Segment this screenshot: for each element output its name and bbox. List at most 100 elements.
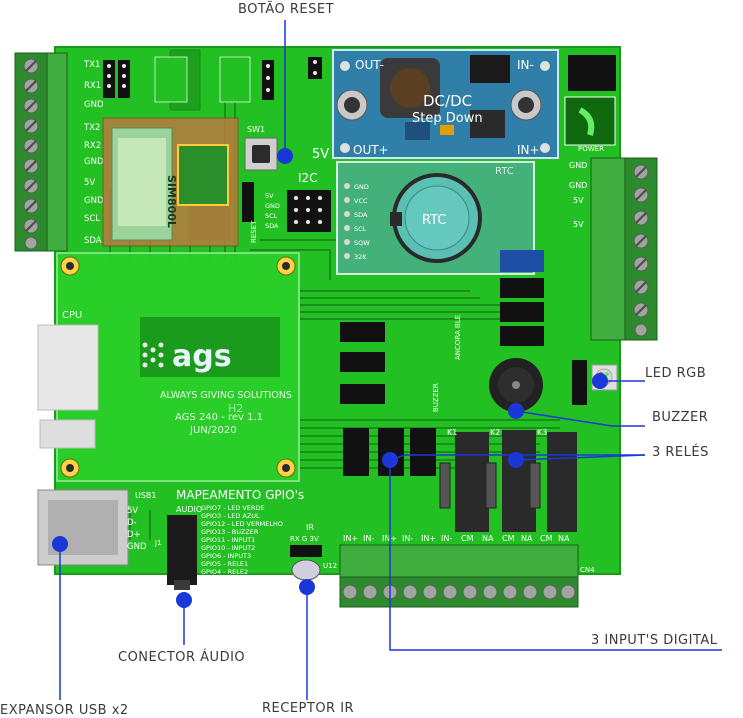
svg-text:I2C: I2C [298, 171, 318, 185]
svg-text:MAPEAMENTO GPIO's: MAPEAMENTO GPIO's [176, 488, 304, 502]
svg-text:NA: NA [482, 534, 494, 543]
svg-text:IN-: IN- [363, 534, 374, 543]
svg-text:USB1: USB1 [135, 491, 157, 500]
callout-buzzer: BUZZER [652, 410, 709, 425]
svg-text:SCL: SCL [354, 225, 367, 233]
svg-text:5V: 5V [127, 506, 138, 516]
label-5v: 5V [312, 147, 329, 162]
callout-usb-expander: EXPANSOR USB x2 [0, 703, 129, 718]
svg-text:IN+: IN+ [343, 534, 358, 543]
svg-text:NA: NA [558, 534, 570, 543]
dot-inputs [382, 452, 398, 468]
left-terminal-block [14, 52, 68, 252]
svg-text:CN4: CN4 [580, 566, 595, 574]
svg-text:CPU: CPU [62, 310, 82, 321]
svg-text:RESET: RESET [250, 220, 258, 243]
svg-text:SCL: SCL [84, 214, 100, 224]
svg-text:SDA: SDA [354, 211, 368, 219]
svg-text:SDA: SDA [84, 236, 102, 246]
svg-text:POWER: POWER [578, 145, 604, 153]
svg-text:GND: GND [84, 157, 104, 167]
svg-text:5V: 5V [573, 196, 584, 205]
svg-text:K3: K3 [537, 428, 547, 437]
svg-text:GPIO10 - INPUT2: GPIO10 - INPUT2 [201, 544, 255, 552]
svg-text:GND: GND [569, 161, 587, 170]
svg-text:5V: 5V [265, 192, 274, 200]
svg-text:K2: K2 [490, 428, 500, 437]
input-drivers [343, 428, 436, 476]
callout-relays: 3 RELÉS [652, 445, 709, 460]
power-led-area: POWER [564, 96, 616, 153]
buzzer-component: BUZZER ANCORA BLE [432, 315, 543, 412]
svg-text:RTC: RTC [495, 166, 514, 177]
svg-text:GPIO1 - RELE3/COOLER: GPIO1 - RELE3/COOLER [201, 576, 278, 584]
optocouplers [340, 250, 544, 404]
audio-jack: AUDIO J1 [154, 505, 202, 590]
bridge-rectifier [568, 55, 616, 91]
svg-text:SCL: SCL [265, 212, 278, 220]
bottom-terminal-block: CN4 [339, 544, 595, 608]
usb-expander-connector: USB1 5V D- D+ GND [37, 489, 157, 566]
svg-text:GPIO3 - LED AZUL: GPIO3 - LED AZUL [201, 512, 260, 520]
svg-text:NA: NA [521, 534, 533, 543]
svg-text:CM: CM [461, 534, 474, 543]
dot-ir [299, 579, 315, 595]
sim800l-module: SIM800L [102, 117, 239, 247]
callout-reset-button: BOTÃO RESET [238, 2, 335, 17]
callout-ir-receiver: RECEPTOR IR [262, 701, 355, 716]
svg-text:AGS 240 - rev 1.1: AGS 240 - rev 1.1 [175, 412, 263, 423]
diodes [439, 462, 541, 509]
gpio-map: MAPEAMENTO GPIO's GPIO7 - LED VERDE GPIO… [176, 488, 304, 584]
svg-text:GPIO13 - BUZZER: GPIO13 - BUZZER [201, 528, 259, 536]
svg-text:SW1: SW1 [247, 125, 265, 134]
svg-text:D+: D+ [127, 530, 141, 540]
svg-text:GND: GND [265, 202, 280, 210]
dot-led-rgb [592, 373, 608, 389]
svg-text:U12: U12 [323, 562, 337, 570]
callout-dots [52, 148, 608, 608]
svg-text:GPIO5 - RELE1: GPIO5 - RELE1 [201, 560, 248, 568]
dot-audio [176, 592, 192, 608]
relays: K1 K2 K3 [447, 428, 577, 532]
svg-text:GPIO4 - RELE2: GPIO4 - RELE2 [201, 568, 248, 576]
svg-text:VCC: VCC [354, 197, 368, 205]
svg-text:ANCORA BLE: ANCORA BLE [454, 315, 462, 360]
svg-text:IR: IR [306, 523, 314, 532]
svg-text:CM: CM [502, 534, 515, 543]
relays-leader [515, 454, 646, 461]
svg-text:D-: D- [127, 518, 137, 528]
svg-text:GPIO7 - LED VERDE: GPIO7 - LED VERDE [201, 504, 265, 512]
svg-text:OUT-: OUT- [355, 58, 384, 72]
dot-buzzer [508, 403, 524, 419]
i2c-header: I2C 5V GND SCL SDA RESET [242, 171, 331, 243]
ttl-ic [219, 56, 251, 103]
svg-text:TX2: TX2 [83, 123, 100, 133]
reset-switch: SW1 [244, 125, 278, 171]
dot-reset [277, 148, 293, 164]
svg-text:OUT+: OUT+ [353, 143, 389, 157]
svg-text:BUZZER: BUZZER [432, 383, 440, 412]
svg-text:K1: K1 [447, 428, 457, 437]
svg-text:32K: 32K [354, 253, 367, 261]
svg-text:H2: H2 [228, 402, 243, 415]
dcdc-module: OUT- OUT+ IN- IN+ DC/DC Step Down [332, 49, 559, 159]
svg-text:IN-: IN- [517, 58, 534, 72]
svg-text:GPIO12 - LED VERMELHO: GPIO12 - LED VERMELHO [201, 520, 283, 528]
svg-text:JUN/2020: JUN/2020 [189, 425, 237, 436]
svg-text:Step Down: Step Down [412, 111, 483, 126]
svg-text:SIM800L: SIM800L [165, 175, 178, 228]
svg-text:IN-: IN- [441, 534, 452, 543]
svg-text:AUDIO: AUDIO [176, 505, 202, 514]
svg-text:RX2: RX2 [84, 141, 101, 151]
svg-text:GND: GND [354, 183, 369, 191]
svg-text:ags: ags [172, 339, 232, 374]
svg-text:GPIO6 - INPUT3: GPIO6 - INPUT3 [201, 552, 251, 560]
callout-led-rgb: LED RGB [645, 366, 707, 381]
svg-text:DC/DC: DC/DC [423, 92, 472, 110]
svg-text:IN-: IN- [402, 534, 413, 543]
cpu-module: CPU ags ALWAYS GIVING SOLUTIONS AGS 240 … [37, 252, 300, 482]
callout-audio-connector: CONECTOR ÁUDIO [118, 650, 246, 665]
callout-digital-inputs: 3 INPUT'S DIGITAL [591, 633, 718, 648]
svg-text:RX G 3V: RX G 3V [290, 535, 319, 543]
